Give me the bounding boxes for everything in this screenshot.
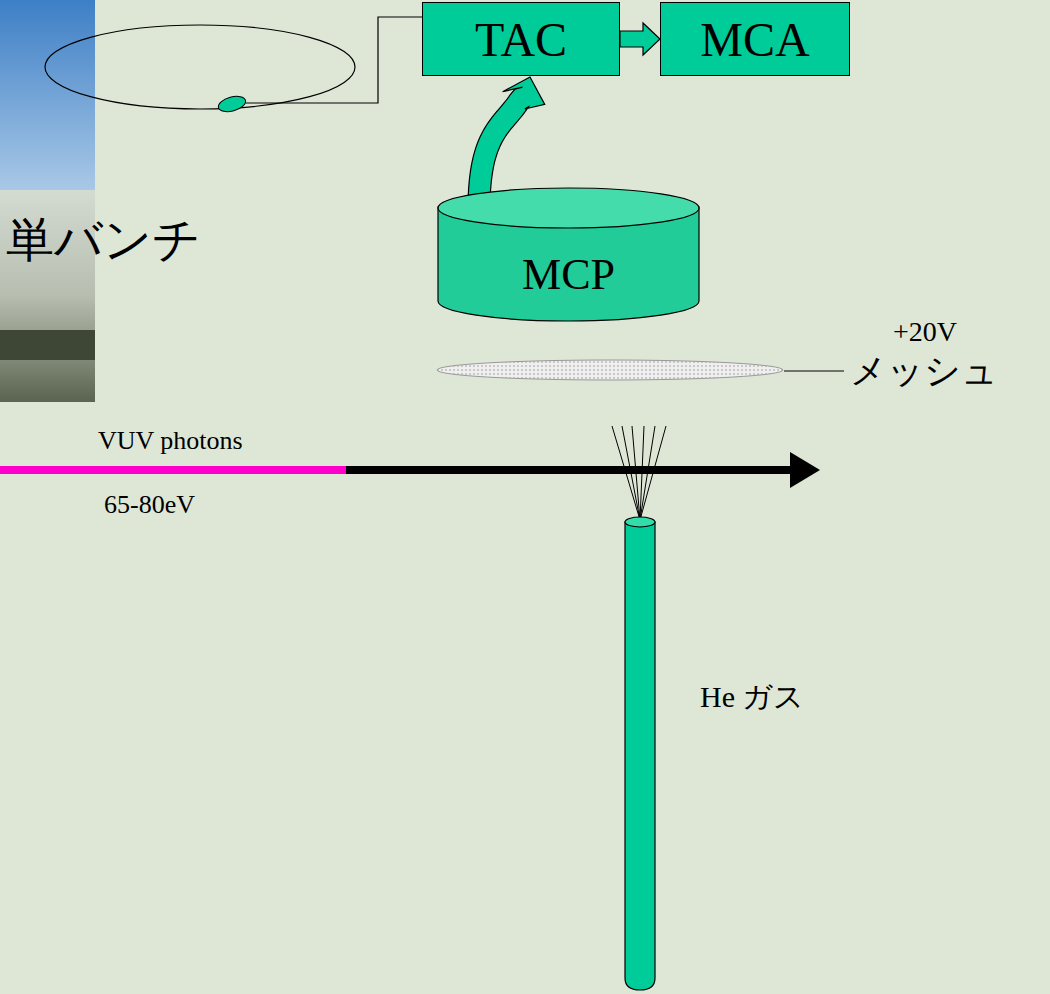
annotation-label: 65-80eV [104, 490, 195, 520]
gas-nozzle [625, 522, 655, 990]
module-box: MCA [660, 2, 850, 76]
mesh [437, 360, 783, 380]
storage-ring [45, 25, 355, 109]
detector-cylinder: MCP [437, 187, 700, 322]
photo-shadow [0, 330, 95, 360]
node-label: MCA [700, 12, 809, 67]
mesh-leader [784, 370, 844, 371]
node-label: TAC [475, 12, 567, 67]
block-arrow [620, 23, 660, 55]
node-label: MCP [522, 249, 615, 300]
beam-black [346, 466, 792, 474]
beam-arrowhead [790, 452, 820, 488]
gas-jet [612, 426, 666, 520]
annotation-label: メッシュ [850, 350, 998, 391]
gas-nozzle-top [625, 517, 655, 527]
cylinder-top [438, 188, 699, 228]
timing-wire [246, 17, 422, 103]
beam-colored [0, 466, 346, 474]
annotation-label: He ガス [700, 680, 804, 715]
annotation-label: VUV photons [98, 426, 243, 456]
electron-bunch [217, 94, 248, 115]
annotation-label: 単バンチ [6, 212, 201, 267]
module-box: TAC [422, 2, 620, 76]
photo-sky [0, 0, 95, 190]
annotation-label: +20V [893, 316, 957, 348]
